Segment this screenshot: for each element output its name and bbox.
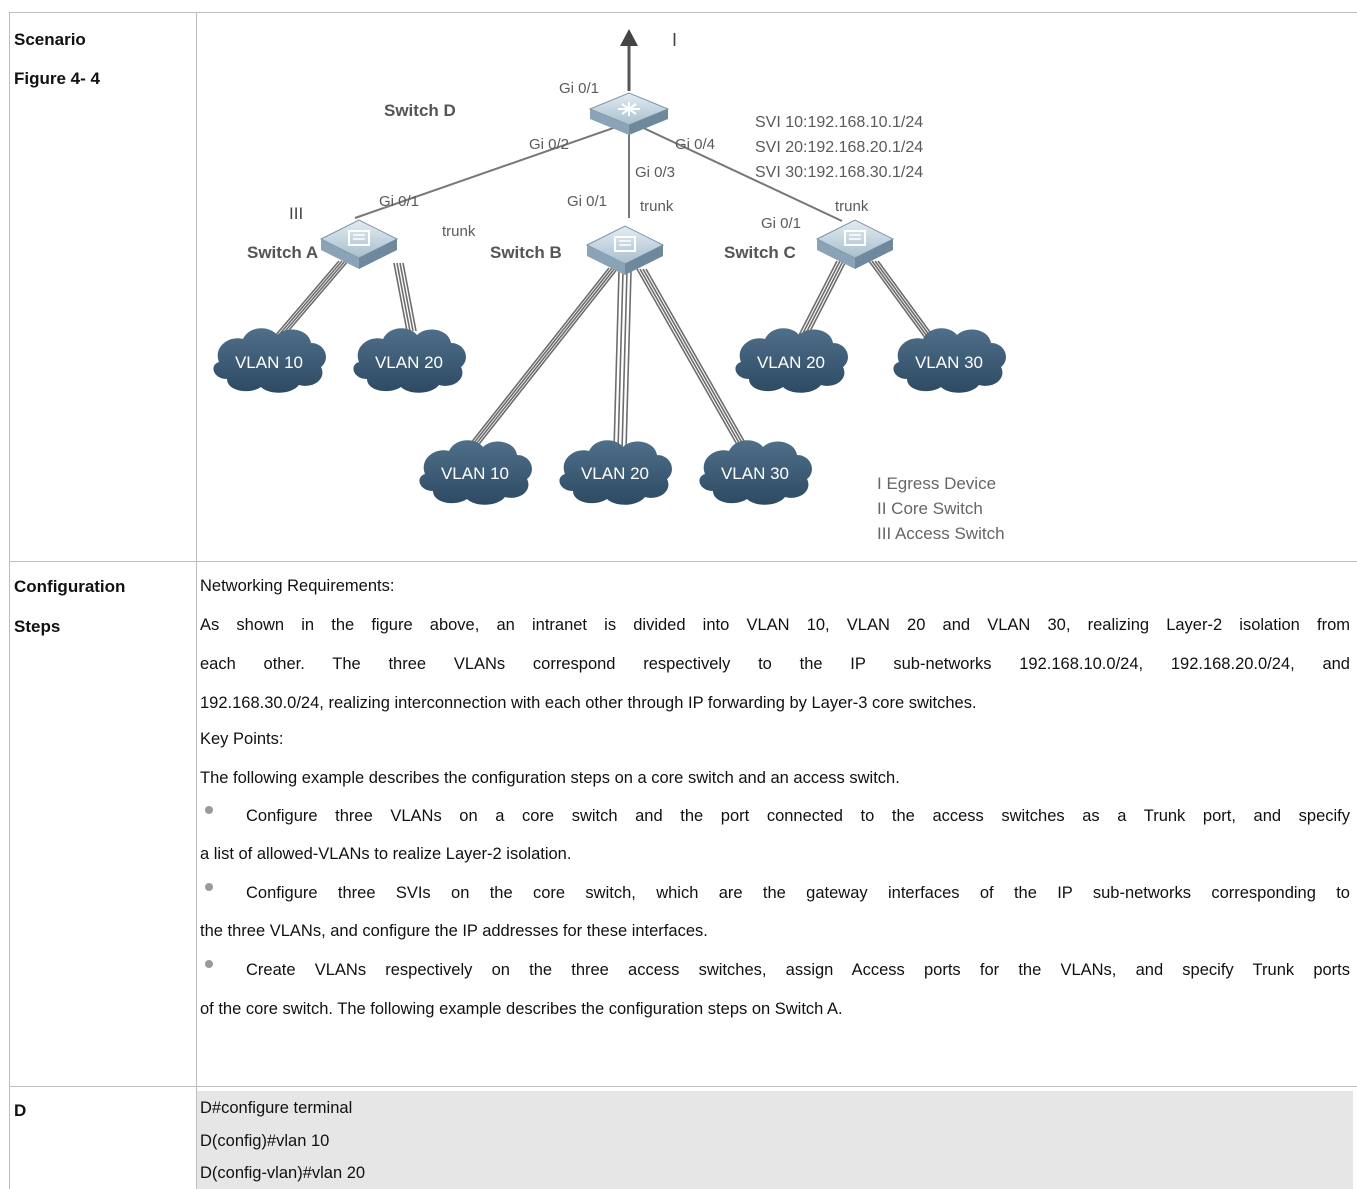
bullet-text: Configure three SVIs on the core switch,…: [246, 884, 1350, 902]
device-label: D: [14, 1101, 27, 1120]
switch-b-trunk: trunk: [640, 198, 674, 215]
bullet-continuation: a list of allowed-VLANs to realize Layer…: [200, 845, 572, 863]
switch-c-trunk: trunk: [835, 198, 869, 215]
paragraph-line: 192.168.30.0/24, realizing interconnecti…: [200, 694, 977, 712]
switch-b-port: Gi 0/1: [567, 193, 607, 210]
svg-text:VLAN 10: VLAN 10: [235, 353, 303, 372]
legend-access: III Access Switch: [877, 524, 1005, 543]
svg-text:VLAN 10: VLAN 10: [441, 464, 509, 483]
networking-requirements-heading: Networking Requirements:: [200, 577, 395, 595]
table-column-divider: [196, 12, 197, 1189]
vlan-cloud-c2: VLAN 30: [893, 328, 1006, 393]
core-port-down: Gi 0/3: [635, 164, 675, 181]
switch-b-label: Switch B: [490, 243, 562, 262]
vlan-cloud-b2: VLAN 20: [559, 440, 672, 505]
code-line-1: D#configure terminal: [200, 1099, 353, 1117]
svg-text:VLAN 20: VLAN 20: [375, 353, 443, 372]
egress-arrow-icon: [620, 29, 638, 46]
bullet-icon: [205, 960, 213, 968]
bullet-continuation: the three VLANs, and configure the IP ad…: [200, 922, 708, 940]
switch-a-uplinks: [268, 260, 417, 344]
vlan-cloud-b3: VLAN 30: [699, 440, 812, 505]
steps-label: Steps: [14, 617, 61, 636]
figure-legend: I Egress Device II Core Switch III Acces…: [877, 474, 1005, 543]
bullet-item-3: Create VLANs respectively on the three a…: [200, 960, 1350, 979]
topology-figure: I: [213, 29, 1006, 543]
svi-line-2: SVI 20:192.168.20.1/24: [755, 139, 923, 156]
svi-line-1: SVI 10:192.168.10.1/24: [755, 114, 923, 131]
switch-c-icon: [815, 219, 895, 269]
egress-marker: I: [672, 30, 677, 50]
bullet-text: Configure three VLANs on a core switch a…: [246, 807, 1350, 825]
bullet-icon: [205, 883, 213, 891]
intro-line: The following example describes the conf…: [200, 769, 900, 787]
switch-d-label: Switch D: [384, 101, 456, 120]
bullet-item-2: Configure three SVIs on the core switch,…: [200, 883, 1350, 902]
core-port-up: Gi 0/1: [559, 80, 599, 97]
row-divider-2: [9, 1086, 1357, 1087]
switch-a-label: Switch A: [247, 243, 318, 262]
bullet-icon: [205, 806, 213, 814]
access-marker: III: [289, 204, 303, 223]
configuration-label: Configuration: [14, 577, 126, 596]
vlan-cloud-a2: VLAN 20: [353, 328, 466, 393]
legend-egress: I Egress Device: [877, 474, 996, 493]
switch-a-icon: [319, 219, 399, 269]
switch-c-uplinks: [794, 260, 939, 344]
bullet-item-1: Configure three VLANs on a core switch a…: [200, 806, 1350, 825]
svi-line-3: SVI 30:192.168.30.1/24: [755, 164, 923, 181]
switch-a-trunk: trunk: [442, 223, 476, 240]
svg-text:VLAN 30: VLAN 30: [915, 353, 983, 372]
vlan-cloud-c1: VLAN 20: [735, 328, 848, 393]
bullet-continuation: of the core switch. The following exampl…: [200, 1000, 843, 1018]
figure-label: Figure 4- 4: [14, 69, 100, 88]
code-line-2: D(config)#vlan 10: [200, 1132, 330, 1150]
scenario-label: Scenario: [14, 30, 86, 49]
svg-text:VLAN 20: VLAN 20: [757, 353, 825, 372]
bullet-text: Create VLANs respectively on the three a…: [246, 961, 1350, 979]
svg-text:VLAN 30: VLAN 30: [721, 464, 789, 483]
paragraph-line: As shown in the figure above, an intrane…: [200, 616, 1350, 634]
core-port-right: Gi 0/4: [675, 136, 715, 153]
vlan-cloud-b1: VLAN 10: [419, 440, 532, 505]
table-left-border: [9, 12, 10, 1189]
vlan-cloud-a1: VLAN 10: [213, 328, 326, 393]
switch-c-port: Gi 0/1: [761, 215, 801, 232]
core-switch-d-icon: [588, 92, 670, 135]
code-line-3: D(config-vlan)#vlan 20: [200, 1164, 366, 1182]
svg-text:VLAN 20: VLAN 20: [581, 464, 649, 483]
switch-b-uplinks: [458, 267, 753, 459]
key-points-heading: Key Points:: [200, 730, 284, 748]
configuration-steps-text: Networking Requirements: As shown in the…: [200, 567, 1350, 1082]
switch-a-port: Gi 0/1: [379, 193, 419, 210]
paragraph-line: each other. The three VLANs correspond r…: [200, 655, 1350, 673]
core-port-left: Gi 0/2: [529, 136, 569, 153]
switch-b-icon: [585, 225, 665, 275]
table-top-border: [9, 12, 1357, 13]
code-block: [197, 1091, 1353, 1189]
legend-core: II Core Switch: [877, 499, 983, 518]
row-divider-1: [9, 561, 1357, 562]
switch-c-label: Switch C: [724, 243, 796, 262]
